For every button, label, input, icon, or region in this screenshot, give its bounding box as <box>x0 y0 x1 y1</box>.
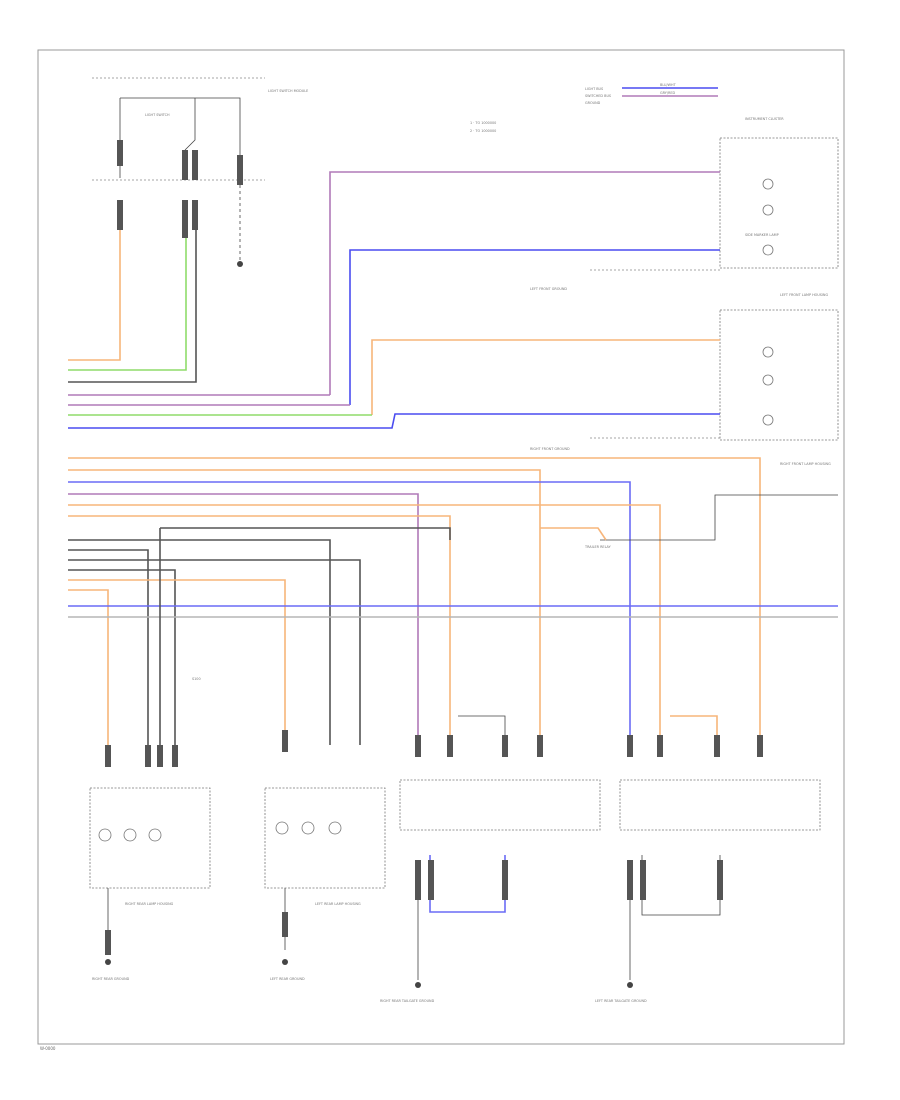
lamp-connectors <box>105 730 763 767</box>
left-rear-lamp-housing: LEFT REAR LAMP HOUSING LEFT REAR GROUND <box>264 787 386 981</box>
lr-ground-label: LEFT REAR GROUND <box>270 977 305 981</box>
right-rear-lamp-housing: RIGHT REAR LAMP HOUSING RIGHT REAR GROUN… <box>89 787 211 981</box>
instrument-cluster: INSTRUMENT CLUSTER SIDE MARKER LAMP <box>719 117 839 269</box>
legend-item-2: SWITCHED BUS <box>585 94 611 98</box>
legend-item-3: GROUND <box>585 101 601 105</box>
rr-tail-ground-label: RIGHT REAR TAILGATE GROUND <box>380 999 435 1003</box>
legend-item-1: LIGHT BUS <box>585 87 603 91</box>
left-front-lamp-label: LEFT FRONT LAMP HOUSING <box>780 293 828 297</box>
note-1: 1 · TO 1000000 <box>470 121 496 125</box>
light-switch-module-label: LIGHT SWITCH MODULE <box>268 89 308 93</box>
right-tailgate-lamp: RIGHT REAR TAILGATE GROUND <box>380 715 601 1003</box>
rr-ground-label: RIGHT REAR GROUND <box>92 977 130 981</box>
legend-wire-2: GRY/RED <box>660 91 675 95</box>
right-front-ground-label: RIGHT FRONT GROUND <box>530 447 570 451</box>
footer-code: W-0000 <box>40 1046 56 1051</box>
left-tailgate-lamp: LEFT REAR TAILGATE GROUND <box>595 715 821 1003</box>
light-switch-module: LIGHT SWITCH MODULE LIGHT SWITCH <box>92 77 308 267</box>
connector-block-1 <box>68 394 372 416</box>
splice-label: S100 <box>192 677 201 681</box>
diagram-frame <box>37 49 845 1045</box>
right-front-lamp-label: RIGHT FRONT LAMP HOUSING <box>780 462 831 466</box>
light-switch-label: LIGHT SWITCH <box>145 113 170 117</box>
instrument-cluster-label: INSTRUMENT CLUSTER <box>745 117 784 121</box>
lr-lamp-label: LEFT REAR LAMP HOUSING <box>315 902 361 906</box>
rr-lamp-label: RIGHT REAR LAMP HOUSING <box>125 902 174 906</box>
legend-wire-1: BLU/WHT <box>660 83 677 87</box>
trailer-relay-label: TRAILER RELAY <box>584 545 612 549</box>
cluster-lamp-label: SIDE MARKER LAMP <box>745 233 779 237</box>
wire-legend: LIGHT BUS SWITCHED BUS GROUND BLU/WHT GR… <box>585 83 718 105</box>
left-front-ground-label: LEFT FRONT GROUND <box>530 287 567 291</box>
lr-tail-ground-label: LEFT REAR TAILGATE GROUND <box>595 999 647 1003</box>
note-2: 2 · TO 1000000 <box>470 129 496 133</box>
left-front-lamp-housing: LEFT FRONT LAMP HOUSING <box>719 293 839 441</box>
